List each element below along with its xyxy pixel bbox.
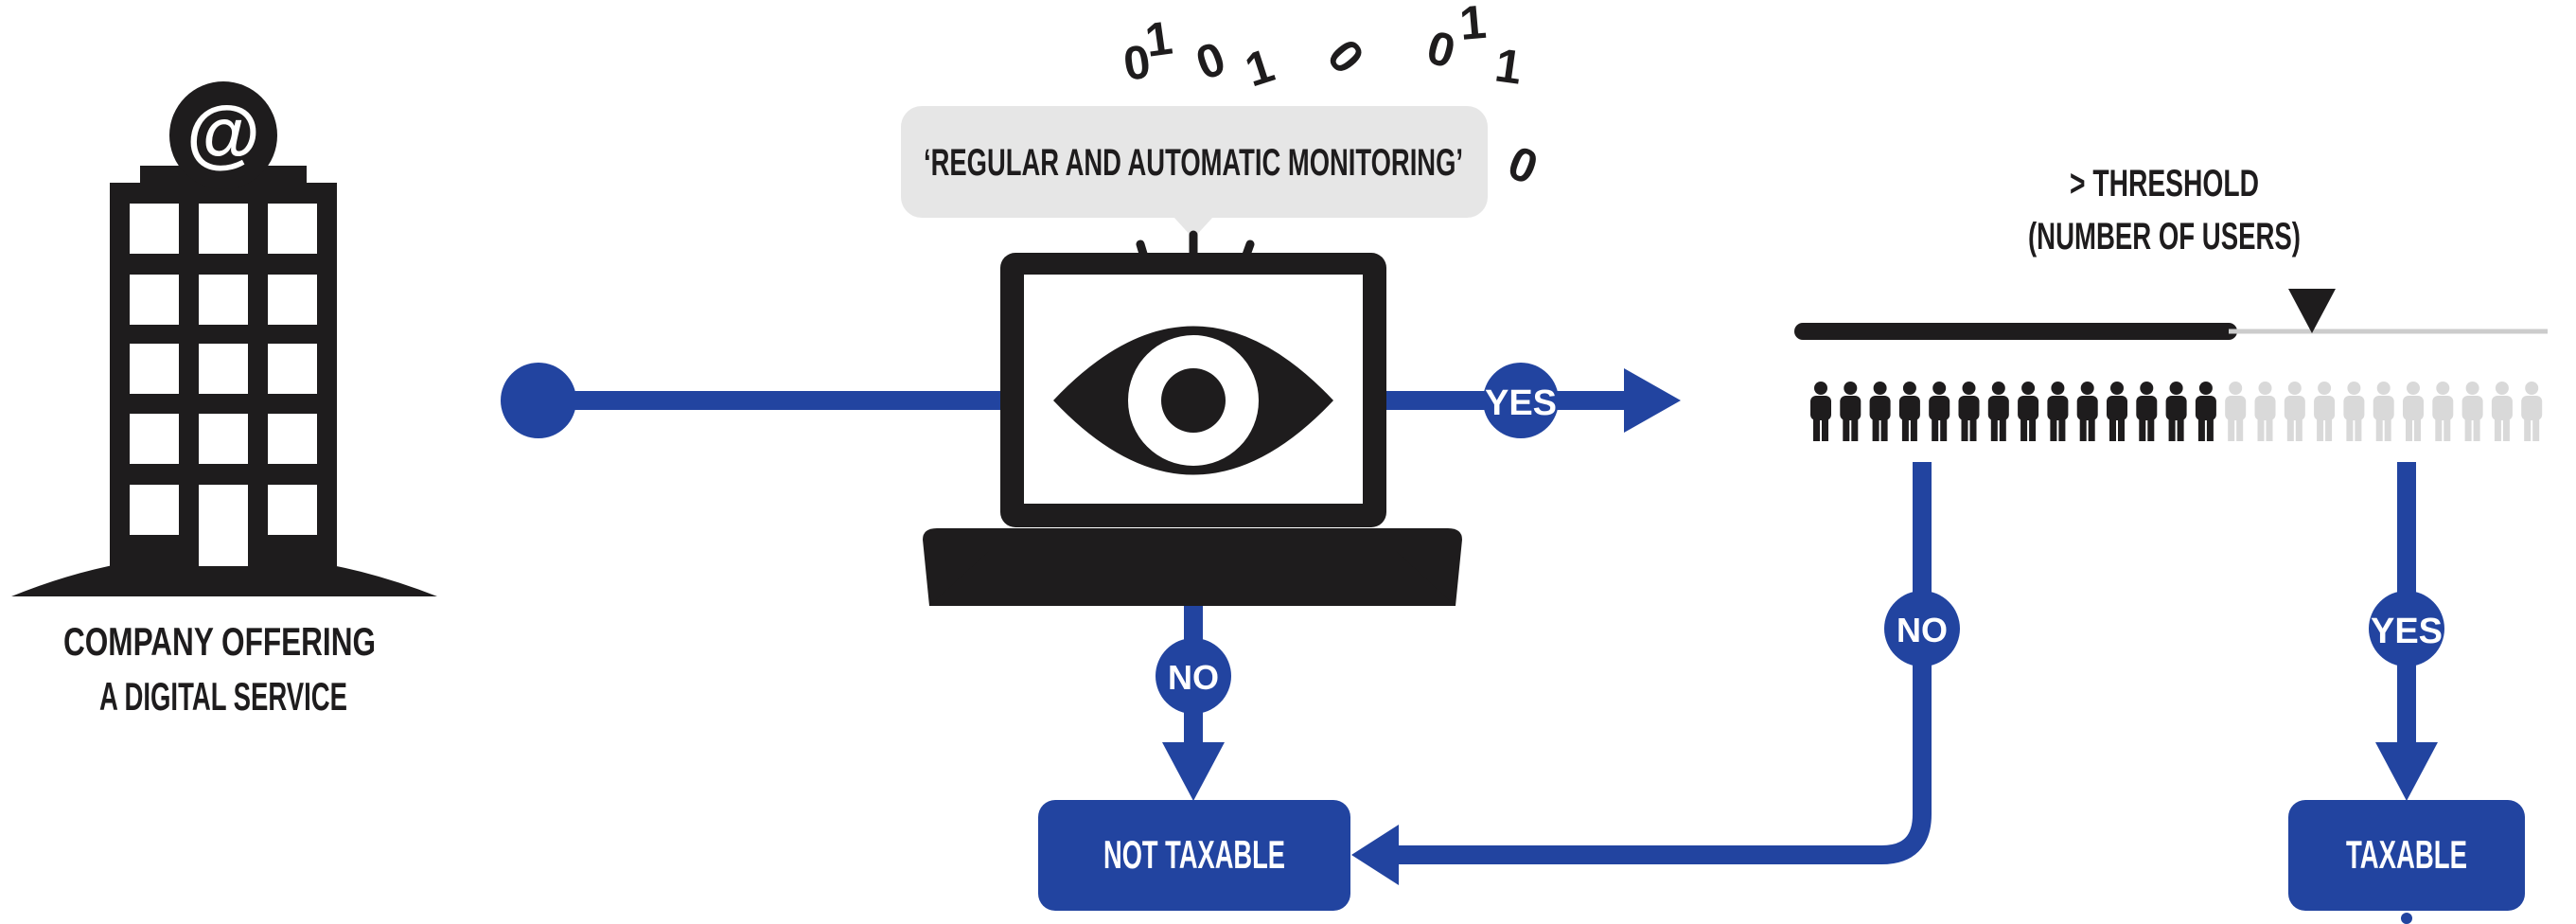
- monitoring-quote: ‘REGULAR AND AUTOMATIC MONITORING’: [924, 142, 1463, 184]
- company-building-icon: [11, 81, 437, 596]
- not-taxable-label: NOT TAXABLE: [1103, 832, 1285, 877]
- monitoring-yes-label: YES: [1485, 383, 1557, 423]
- monitoring-laptop-eye-icon: [923, 230, 1462, 606]
- user-icon-above-threshold: [2254, 382, 2276, 441]
- user-icon-above-threshold: [2403, 382, 2424, 441]
- user-icon-below-threshold: [2165, 382, 2187, 441]
- taxable-label: TAXABLE: [2346, 832, 2467, 877]
- user-icon-below-threshold: [1810, 382, 1831, 441]
- flow-start-connector: [501, 363, 1002, 438]
- company-logo-at-symbol: @: [186, 91, 260, 175]
- threshold-yes-arrow: [2369, 462, 2444, 801]
- user-icon-below-threshold: [1987, 382, 2009, 441]
- threshold-yes-label: YES: [2371, 612, 2443, 651]
- binary-digit: 0: [1501, 135, 1545, 194]
- threshold-marker-icon: [2288, 289, 2336, 333]
- user-icon-below-threshold: [1869, 382, 1891, 441]
- user-count-row: [1810, 382, 2543, 441]
- binary-digit: 0: [1317, 29, 1375, 83]
- user-icon-above-threshold: [2491, 382, 2513, 441]
- user-icon-below-threshold: [2018, 382, 2039, 441]
- monitoring-no-arrow: [1156, 606, 1231, 801]
- user-icon-below-threshold: [2136, 382, 2158, 441]
- user-icon-below-threshold: [2076, 382, 2098, 441]
- user-icon-below-threshold: [2107, 382, 2127, 441]
- threshold-no-arrow: [1351, 462, 1960, 885]
- threshold-no-label: NO: [1897, 611, 1948, 649]
- binary-digit: 0: [1421, 21, 1460, 79]
- user-icon-below-threshold: [1958, 382, 1980, 441]
- user-icon-above-threshold: [2521, 382, 2543, 441]
- taxable-dot: [2401, 913, 2412, 924]
- binary-digit: 0: [1190, 31, 1232, 90]
- monitoring-yes-arrow: [1386, 363, 1681, 438]
- threshold-label-line2: (NUMBER OF USERS): [2028, 216, 2301, 258]
- not-taxable-box: [1038, 800, 1350, 911]
- user-icon-above-threshold: [2432, 382, 2454, 441]
- user-icon-above-threshold: [2461, 382, 2483, 441]
- user-icon-below-threshold: [2047, 382, 2069, 441]
- user-icon-below-threshold: [1929, 382, 1950, 441]
- threshold-label-line1: > THRESHOLD: [2070, 163, 2259, 204]
- taxable-box: [2288, 800, 2525, 911]
- company-label-line1: COMPANY OFFERING: [63, 619, 376, 664]
- user-icon-above-threshold: [2314, 382, 2336, 441]
- user-icon-below-threshold: [1898, 382, 1920, 441]
- monitoring-speech-bubble: [901, 106, 1488, 239]
- binary-digit: 1: [1491, 38, 1525, 94]
- user-icon-below-threshold: [2195, 382, 2216, 441]
- user-icon-above-threshold: [2343, 382, 2365, 441]
- binary-digit: 1: [1457, 0, 1489, 50]
- user-icon-above-threshold: [2373, 382, 2394, 441]
- monitoring-no-label: NO: [1168, 658, 1219, 697]
- user-icon-above-threshold: [2284, 382, 2305, 441]
- user-icon-below-threshold: [1840, 382, 1861, 441]
- company-label-line2: A DIGITAL SERVICE: [99, 674, 347, 719]
- binary-digit: 1: [1239, 39, 1280, 98]
- user-icon-above-threshold: [2225, 382, 2247, 441]
